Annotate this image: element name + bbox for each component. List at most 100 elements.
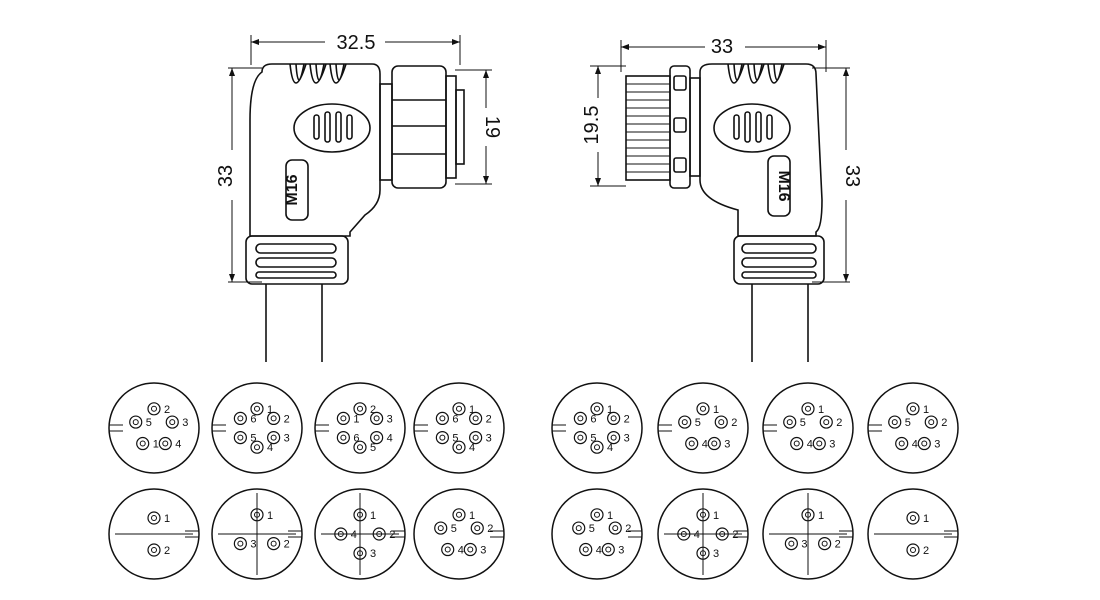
left-nut-height-dimension: 19 <box>481 116 503 138</box>
pin-label-2-2: 2 <box>284 413 290 425</box>
pin-12-2 <box>470 521 484 535</box>
pin-3-2 <box>370 411 384 425</box>
pin-label-7-2: 2 <box>836 417 842 429</box>
pin-2-5 <box>233 431 247 445</box>
pin-label-11-2: 2 <box>389 529 395 541</box>
pin-label-5-3: 3 <box>624 433 630 445</box>
pin-4-4 <box>452 440 466 454</box>
pin-label-7-4: 4 <box>807 439 813 451</box>
right-width-dimension: 33 <box>711 36 733 58</box>
pin-6-4 <box>685 436 699 451</box>
pin-12-1 <box>452 508 466 522</box>
pin-label-3-1: 2 <box>370 404 376 416</box>
pin-3-4 <box>353 440 367 454</box>
pin-label-8-1: 1 <box>923 404 929 416</box>
pin-11-2 <box>372 527 386 541</box>
pin-5-5 <box>573 431 587 445</box>
pin-6-2 <box>714 415 728 429</box>
pin-11-1 <box>353 508 367 522</box>
pin-label-6-4: 4 <box>702 439 708 451</box>
pin-label-12-3: 3 <box>480 545 486 557</box>
pin-13-1 <box>590 508 604 522</box>
pin-6-1 <box>696 402 710 416</box>
pin-label-3-5: 6 <box>353 433 359 445</box>
pin-label-11-1: 1 <box>370 510 376 522</box>
pin-face-15: 123 <box>762 488 854 580</box>
pin-3-1 <box>353 402 367 416</box>
pin-faces: 2341512345623456112345612345612345123451… <box>108 382 959 580</box>
pin-label-8-5: 5 <box>905 417 911 429</box>
pin-5-1 <box>590 402 604 416</box>
pin-label-14-3: 3 <box>713 548 719 560</box>
pin-label-2-4: 4 <box>267 442 273 454</box>
pin-label-13-4: 4 <box>596 545 602 557</box>
pin-16-1 <box>906 511 920 525</box>
pin-2-6 <box>233 411 247 425</box>
pin-8-2 <box>924 415 938 429</box>
pin-label-3-6: 1 <box>353 413 359 425</box>
pin-label-13-1: 1 <box>607 510 613 522</box>
pin-label-6-3: 3 <box>724 439 730 451</box>
pin-4-6 <box>435 411 449 425</box>
pin-8-1 <box>906 402 920 416</box>
pin-label-12-4: 4 <box>458 545 464 557</box>
pin-3-6 <box>336 411 350 425</box>
pin-1-3 <box>158 436 172 451</box>
pin-label-6-5: 5 <box>695 417 701 429</box>
pin-13-3 <box>601 542 615 557</box>
pin-label-2-3: 3 <box>284 433 290 445</box>
pin-label-1-5: 5 <box>146 417 152 429</box>
pin-6-5 <box>678 415 692 429</box>
pin-label-9-1: 1 <box>164 513 170 525</box>
pin-12-3 <box>463 542 477 557</box>
pin-face-16: 12 <box>867 488 959 580</box>
pin-label-14-2: 2 <box>732 529 738 541</box>
pin-15-1 <box>801 508 815 522</box>
pin-label-11-4: 4 <box>351 529 357 541</box>
pin-label-5-2: 2 <box>624 413 630 425</box>
left-width-dimension: 32.5 <box>337 32 376 54</box>
pin-14-2 <box>715 527 729 541</box>
pin-8-3 <box>917 436 931 451</box>
pin-14-3 <box>696 546 710 560</box>
pin-13-4 <box>579 542 593 557</box>
pin-label-5-5: 5 <box>590 433 596 445</box>
pin-5-6 <box>573 411 587 425</box>
pin-label-4-4: 4 <box>469 442 475 454</box>
pin-label-12-1: 1 <box>469 510 475 522</box>
pin-label-1-1: 2 <box>164 404 170 416</box>
pin-3-3 <box>370 431 384 445</box>
left-body-label: M16 <box>284 174 301 205</box>
pin-label-1-2: 3 <box>182 417 188 429</box>
pin-7-4 <box>790 436 804 451</box>
pin-label-13-2: 2 <box>625 523 631 535</box>
pin-label-15-2: 2 <box>835 539 841 551</box>
pin-label-2-5: 5 <box>250 433 256 445</box>
pin-7-3 <box>812 436 826 451</box>
pin-4-1 <box>452 402 466 416</box>
pin-8-5 <box>888 415 902 429</box>
pin-label-14-1: 1 <box>713 510 719 522</box>
pin-label-12-2: 2 <box>487 523 493 535</box>
pin-label-16-2: 2 <box>923 545 929 557</box>
pin-label-16-1: 1 <box>923 513 929 525</box>
pin-label-7-5: 5 <box>800 417 806 429</box>
pin-label-14-4: 4 <box>694 529 700 541</box>
pin-10-1 <box>250 508 264 522</box>
pin-label-3-2: 3 <box>387 413 393 425</box>
pin-9-2 <box>147 543 161 557</box>
right-connector: 33 19.5 33 <box>581 36 863 362</box>
pin-label-4-1: 1 <box>469 404 475 416</box>
pin-label-6-2: 2 <box>731 417 737 429</box>
pin-11-4 <box>334 527 348 541</box>
pin-5-2 <box>607 411 621 425</box>
pin-label-4-2: 2 <box>486 413 492 425</box>
pin-label-7-1: 1 <box>818 404 824 416</box>
